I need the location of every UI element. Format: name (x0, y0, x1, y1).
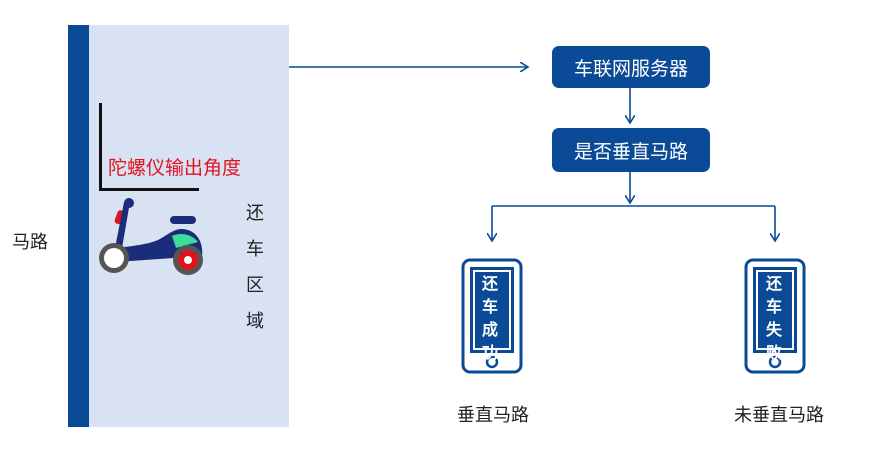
phone-char: 还 (765, 274, 782, 293)
phone-success-text: 还 车 成 功 (480, 272, 500, 364)
phone-failure-icon (744, 258, 806, 374)
return-zone-char: 还 (246, 203, 264, 224)
perpendicular-check-box: 是否垂直马路 (552, 128, 710, 172)
branch-line (492, 205, 775, 240)
phone-failure-text: 还 车 失 败 (764, 272, 784, 364)
phone-char: 车 (481, 297, 498, 316)
scooter-icon (99, 198, 203, 275)
outcome-caption-not-perpendicular: 未垂直马路 (734, 405, 824, 426)
return-zone-char: 车 (246, 239, 264, 260)
phone-char: 成 (481, 320, 498, 339)
phone-char: 功 (481, 343, 498, 362)
angle-axis-horizontal (99, 188, 199, 191)
phone-char: 车 (765, 297, 782, 316)
outcome-caption-perpendicular: 垂直马路 (457, 405, 529, 426)
road-bar (68, 25, 89, 427)
return-zone-char: 区 (246, 275, 264, 296)
phone-success-icon (461, 258, 523, 374)
return-zone-label: 还 车 区 域 (244, 196, 266, 340)
phone-char: 败 (765, 343, 782, 362)
phone-char: 失 (765, 320, 782, 339)
server-box: 车联网服务器 (552, 46, 710, 88)
road-label: 马路 (12, 232, 48, 253)
phone-char: 还 (481, 274, 498, 293)
gyro-angle-label: 陀螺仪输出角度 (108, 157, 242, 179)
angle-axis-vertical (99, 103, 102, 191)
return-zone-char: 域 (246, 311, 264, 332)
